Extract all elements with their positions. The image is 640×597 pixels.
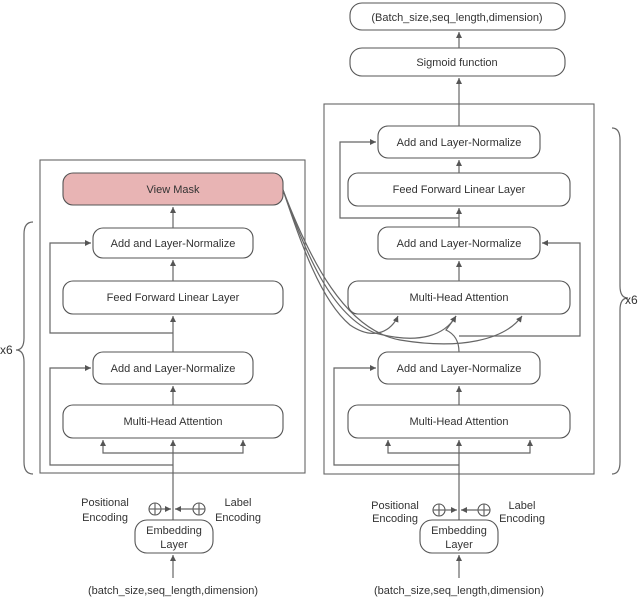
decoder-input-shape: (batch_size,seq_length,dimension) — [374, 585, 544, 597]
encoder-label-add-icon — [192, 502, 206, 516]
cross-attention-connections — [282, 189, 523, 345]
decoder-mha-label: Multi-Head Attention — [409, 416, 508, 428]
decoder-label-enc-label-2: Encoding — [499, 513, 545, 525]
decoder-add-norm-mid-block: Add and Layer-Normalize — [377, 226, 541, 260]
encoder-embedding-label-2: Layer — [160, 539, 188, 551]
decoder-embedding-label-1: Embedding — [431, 525, 487, 537]
encoder-repeat-brace — [15, 221, 34, 475]
decoder-add-norm-top-block: Add and Layer-Normalize — [377, 125, 541, 159]
encoder-mha-label: Multi-Head Attention — [123, 416, 222, 428]
encoder-add-norm-bottom-block: Add and Layer-Normalize — [92, 351, 254, 385]
encoder-view-mask-label: View Mask — [147, 184, 200, 196]
encoder-input-shape: (batch_size,seq_length,dimension) — [88, 585, 258, 597]
encoder-positional-label-2: Encoding — [82, 512, 128, 524]
decoder-repeat-label: x6 — [625, 293, 638, 307]
decoder-embedding-label-2: Layer — [445, 539, 473, 551]
decoder-add-norm-top-label: Add and Layer-Normalize — [397, 137, 522, 149]
encoder-feed-forward-label: Feed Forward Linear Layer — [107, 292, 240, 304]
decoder-label-enc-label-1: Label — [509, 500, 536, 512]
encoder-flow-arrows — [49, 207, 246, 520]
decoder-input-section: Positional Encoding Label Encoding Embed… — [371, 500, 545, 597]
encoder-view-mask-block: View Mask — [62, 172, 284, 206]
encoder-feed-forward-block: Feed Forward Linear Layer — [62, 280, 284, 315]
decoder-feed-forward-block: Feed Forward Linear Layer — [347, 172, 571, 207]
decoder-output-label: (Batch_size,seq_length,dimension) — [371, 12, 542, 24]
encoder-label-enc-label-1: Label — [225, 497, 252, 509]
decoder-sigmoid-label: Sigmoid function — [416, 57, 497, 69]
decoder-feed-forward-label: Feed Forward Linear Layer — [393, 184, 526, 196]
encoder-positional-label-1: Positional — [81, 497, 129, 509]
decoder-sigmoid-box — [349, 47, 566, 77]
encoder-mha-block: Multi-Head Attention — [62, 404, 284, 439]
decoder-repeat-brace — [611, 127, 629, 475]
decoder-output-box — [349, 2, 566, 31]
decoder-add-norm-mid-label: Add and Layer-Normalize — [397, 238, 522, 250]
decoder-sigmoid-block: Sigmoid function — [349, 47, 566, 77]
encoder-embedding-label-1: Embedding — [146, 525, 202, 537]
decoder-embedding-box — [419, 519, 499, 554]
decoder-label-add-icon — [477, 503, 491, 517]
encoder-embedding-box — [134, 519, 214, 554]
decoder-add-norm-bottom-label: Add and Layer-Normalize — [397, 363, 522, 375]
decoder-mha-cross-label: Multi-Head Attention — [409, 292, 508, 304]
decoder-mha-cross-block: Multi-Head Attention — [347, 280, 571, 315]
encoder-repeat-label: x6 — [0, 343, 13, 357]
decoder-flow-arrows — [333, 32, 581, 520]
encoder-label-enc-label-2: Encoding — [215, 512, 261, 524]
encoder-input-section: Positional Encoding Label Encoding Embed… — [81, 497, 261, 597]
decoder-add-norm-bottom-block: Add and Layer-Normalize — [377, 351, 541, 385]
encoder-add-norm-top-label: Add and Layer-Normalize — [111, 238, 236, 250]
encoder-add-norm-bottom-label: Add and Layer-Normalize — [111, 363, 236, 375]
decoder-mha-block: Multi-Head Attention — [347, 404, 571, 439]
encoder-positional-add-icon — [148, 502, 162, 516]
decoder-output-block: (Batch_size,seq_length,dimension) — [349, 2, 566, 31]
encoder-add-norm-top-block: Add and Layer-Normalize — [92, 227, 254, 259]
encoder-view-mask-box — [62, 172, 284, 206]
decoder-positional-label-1: Positional — [371, 500, 419, 512]
decoder-positional-label-2: Encoding — [372, 513, 418, 525]
decoder-positional-add-icon — [432, 503, 446, 517]
